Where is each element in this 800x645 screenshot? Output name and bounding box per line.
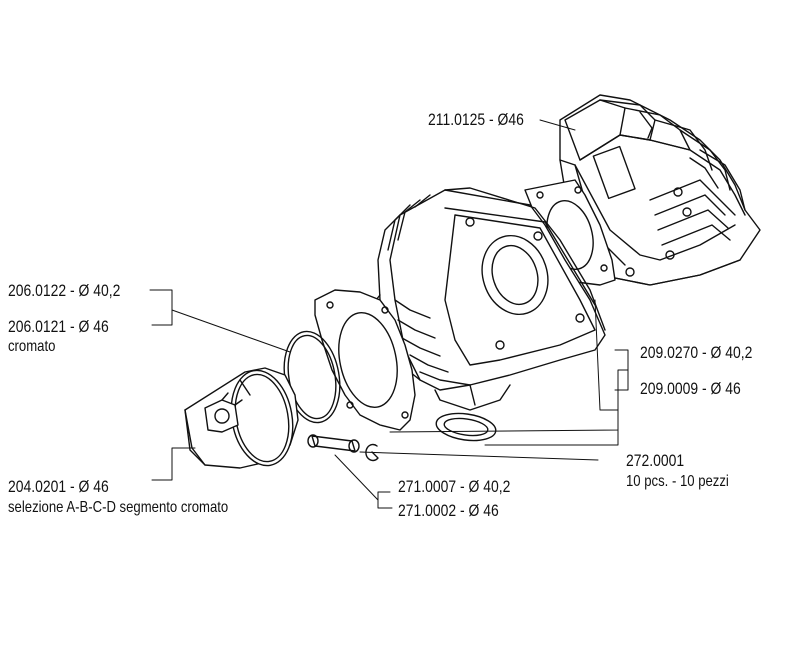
label-ring-note: cromato (8, 338, 56, 355)
label-ring-46: 206.0121 - Ø 46 (8, 317, 109, 336)
label-pin-46: 271.0002 - Ø 46 (398, 501, 499, 520)
base-gasket (435, 412, 497, 442)
label-cylinder-40: 209.0270 - Ø 40,2 (640, 343, 753, 362)
label-head: 211.0125 - Ø46 (428, 110, 524, 129)
label-piston-note: selezione A-B-C-D segmento cromato (8, 499, 229, 516)
label-ring-40: 206.0122 - Ø 40,2 (8, 281, 121, 300)
label-cylinder-46: 209.0009 - Ø 46 (640, 379, 741, 398)
pin-clip (365, 443, 379, 462)
label-clip: 272.0001 (626, 451, 685, 470)
gasket-plate (314, 289, 416, 431)
piston (184, 367, 299, 469)
cylinder-head (559, 94, 761, 286)
piston-pin (307, 434, 360, 453)
label-piston: 204.0201 - Ø 46 (8, 477, 109, 496)
cylinder (371, 187, 606, 411)
label-pin-40: 271.0007 - Ø 40,2 (398, 477, 511, 496)
label-clip-note: 10 pcs. - 10 pezzi (626, 473, 729, 490)
